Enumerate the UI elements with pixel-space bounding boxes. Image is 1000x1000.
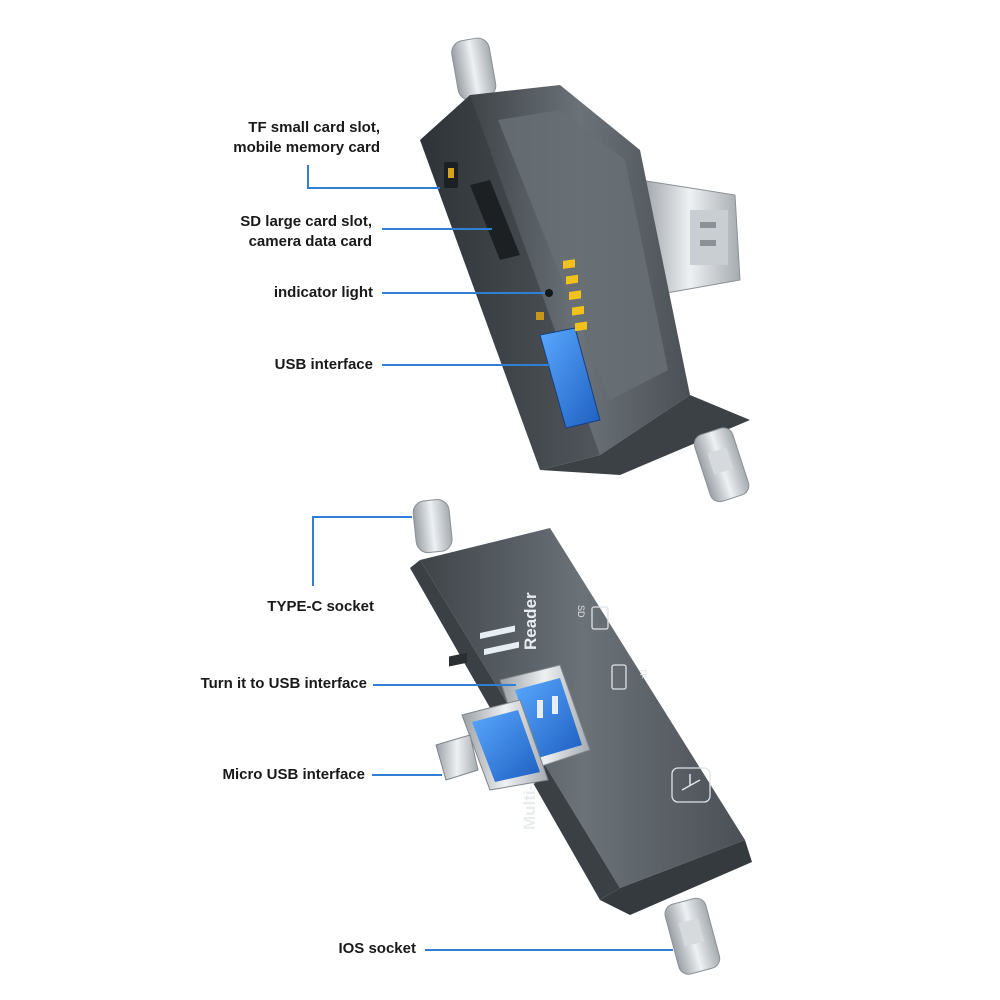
leader-tf-vertical [307, 165, 309, 188]
sd-mark-icon: SD [576, 605, 609, 630]
sd-mark-text: SD [576, 605, 586, 618]
bottom-card-reader: Multi-Func Reader TF SD [410, 499, 752, 975]
micro-usb-plug-icon [435, 652, 479, 781]
top-lightning-plug-icon [693, 427, 750, 503]
bottom-main-body [420, 528, 745, 888]
top-typec-plug-icon [451, 37, 497, 101]
tf-mark-text: TF [638, 668, 648, 679]
sd-card-slot-icon [470, 180, 520, 260]
brand-text-line2: Reader [521, 592, 540, 650]
indicator-light-icon [545, 289, 553, 297]
leader-micro-usb [372, 774, 442, 776]
leader-typec-vertical [312, 516, 314, 586]
callout-tf-card-slot: TF small card slot, mobile memory card [233, 119, 380, 156]
tf-card-slot-icon [444, 162, 458, 188]
bottom-typec-plug-icon [412, 499, 453, 554]
top-rear-usb-connector-icon [639, 179, 741, 296]
leader-tf-horizontal [307, 187, 440, 189]
leader-sd [382, 228, 492, 230]
callout-sd-card-slot: SD large card slot, camera data card [240, 213, 372, 250]
top-card-reader [420, 37, 750, 503]
leader-typec-horizontal [312, 516, 412, 518]
callout-micro-usb: Micro USB interface [222, 766, 365, 783]
leader-usb [382, 364, 550, 366]
leader-indicator [382, 292, 545, 294]
leader-ios [425, 949, 673, 951]
callout-usb-interface: USB interface [274, 356, 373, 373]
leader-turn-usb [373, 684, 516, 686]
callout-ios-socket: IOS socket [338, 940, 416, 957]
tf-mark-icon: TF [611, 664, 648, 690]
callout-typec-socket: TYPE-C socket [267, 598, 374, 615]
bottom-lightning-plug-icon [664, 897, 721, 975]
usb-a-port-icon [539, 259, 601, 429]
rotating-usb-a-connector-icon [461, 625, 591, 791]
callout-indicator-light: indicator light [273, 284, 373, 301]
callout-turn-to-usb: Turn it to USB interface [200, 675, 367, 692]
usb-symbol-icon [671, 767, 711, 803]
